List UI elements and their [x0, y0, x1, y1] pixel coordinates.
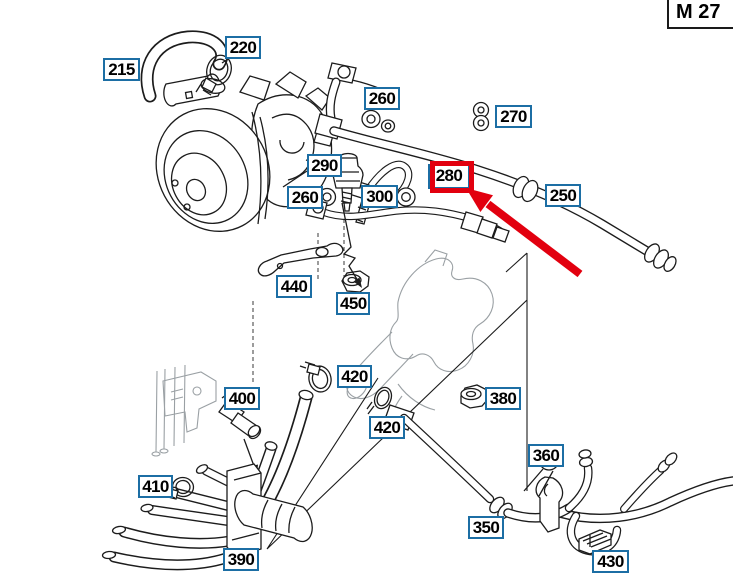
part-label-440[interactable]: 440: [276, 275, 312, 298]
part-label-260-top[interactable]: 260: [364, 87, 400, 110]
part-label-410[interactable]: 410: [138, 475, 173, 498]
part-label-290[interactable]: 290: [307, 154, 342, 177]
bracket-440-art: [257, 242, 344, 277]
part-label-400[interactable]: 400: [224, 387, 260, 410]
hose-215-art: [147, 37, 226, 107]
part-label-220[interactable]: 220: [225, 36, 261, 59]
part-label-420-lower[interactable]: 420: [369, 416, 405, 439]
part-label-360[interactable]: 360: [528, 444, 564, 467]
part-label-300[interactable]: 300: [361, 185, 398, 208]
pump-art: [155, 71, 335, 232]
hose-390-art: [101, 389, 314, 565]
clip-430-art: [578, 529, 612, 555]
highlight-box: [430, 161, 474, 193]
pressure-hose-250-art: [314, 62, 677, 272]
engine-bracket-ghost: [151, 364, 217, 457]
part-label-350[interactable]: 350: [468, 516, 504, 539]
nut-380-art: [460, 384, 489, 409]
part-label-420-upper[interactable]: 420: [337, 365, 372, 388]
part-label-380[interactable]: 380: [485, 387, 521, 410]
part-label-430[interactable]: 430: [592, 550, 629, 573]
locator-arrow: [341, 202, 362, 288]
part-label-390[interactable]: 390: [223, 548, 259, 571]
part-label-450[interactable]: 450: [336, 292, 370, 315]
part-label-270[interactable]: 270: [495, 105, 532, 128]
part-label-215[interactable]: 215: [103, 58, 140, 81]
clamp-420-upper-art: [299, 361, 332, 393]
clamp-220-art: [195, 54, 232, 96]
part-label-250[interactable]: 250: [545, 184, 581, 207]
part-label-260-side[interactable]: 260: [287, 186, 323, 209]
module-code-label: M 27: [667, 0, 733, 29]
